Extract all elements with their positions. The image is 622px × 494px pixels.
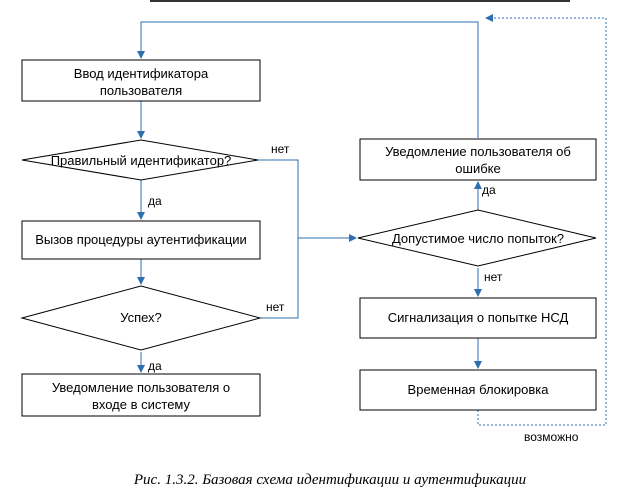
node-notify-login-line2: входе в систему	[92, 397, 191, 412]
node-nsd-signal: Сигнализация о попытке НСД	[359, 297, 597, 339]
node-auth-call: Вызов процедуры аутентификации	[21, 220, 261, 260]
node-input-id-line1: Ввод идентификатора	[74, 66, 209, 81]
edge-idcheck-no	[258, 159, 299, 238]
edge-label-success-yes: да	[148, 359, 162, 373]
node-input-id: Ввод идентификатора пользователя	[21, 59, 261, 102]
edge-label-attempts-yes: да	[482, 183, 496, 197]
node-id-check: Правильный идентификатор?	[21, 139, 259, 181]
node-id-check-label: Правильный идентификатор?	[51, 153, 232, 168]
node-success: Успех?	[20, 285, 262, 351]
node-attempts-check-label: Допустимое число попыток?	[392, 231, 564, 246]
edge-label-success-no: нет	[266, 300, 285, 314]
node-temp-block: Временная блокировка	[359, 369, 597, 411]
node-notify-error-line1: Уведомление пользователя об	[385, 144, 571, 159]
cropped-text-line	[150, 0, 570, 2]
edge-label-id-yes: да	[148, 194, 162, 208]
node-notify-login: Уведомление пользователя о входе в систе…	[21, 373, 261, 417]
edge-success-no	[260, 238, 299, 319]
figure-caption: Рис. 1.3.2. Базовая схема идентификации …	[133, 472, 526, 488]
node-notify-error-line2: ошибке	[455, 161, 500, 176]
node-notify-error: Уведомление пользователя об ошибке	[359, 138, 597, 181]
edge-label-id-no: нет	[271, 142, 290, 156]
node-auth-call-label: Вызов процедуры аутентификации	[35, 232, 247, 247]
node-success-label: Успех?	[120, 310, 162, 325]
edge-block-possible	[477, 14, 607, 426]
node-nsd-signal-label: Сигнализация о попытке НСД	[388, 310, 569, 325]
node-notify-login-line1: Уведомление пользователя о	[52, 380, 230, 395]
edge-loop-back-top	[137, 21, 479, 138]
edge-label-possible: возможно	[524, 430, 579, 444]
node-attempts-check: Допустимое число попыток?	[357, 209, 597, 267]
node-input-id-line2: пользователя	[100, 83, 182, 98]
node-temp-block-label: Временная блокировка	[408, 382, 550, 397]
edge-label-attempts-no: нет	[484, 270, 503, 284]
